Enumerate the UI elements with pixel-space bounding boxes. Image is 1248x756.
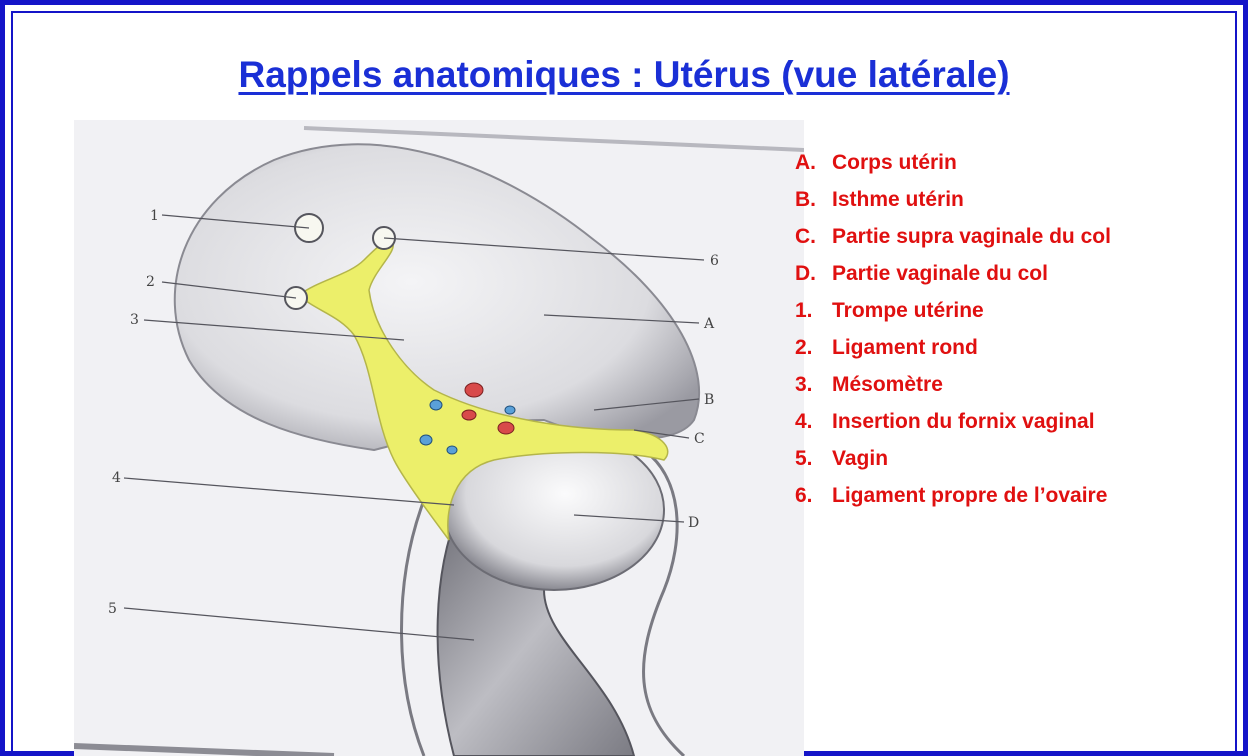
legend-text: Mésomètre — [832, 372, 1235, 397]
callout-C: C — [694, 431, 705, 447]
legend-text: Trompe utérine — [832, 298, 1235, 323]
legend-item: 2.Ligament rond — [795, 335, 1235, 360]
legend-text: Ligament rond — [832, 335, 1235, 360]
callout-5: 5 — [108, 601, 117, 617]
callout-B: B — [704, 392, 714, 408]
callout-2: 2 — [146, 274, 155, 290]
vessel — [420, 435, 432, 445]
slide-title: Rappels anatomiques : Utérus (vue latéra… — [0, 54, 1248, 96]
vessel — [465, 383, 483, 397]
legend-key: 1. — [795, 298, 832, 323]
vessel — [430, 400, 442, 410]
legend-text: Insertion du fornix vaginal — [832, 409, 1235, 434]
legend-item: 3.Mésomètre — [795, 372, 1235, 397]
legend-item: 1.Trompe utérine — [795, 298, 1235, 323]
legend-key: D. — [795, 261, 832, 286]
callout-1: 1 — [150, 208, 159, 224]
legend-text: Isthme utérin — [832, 187, 1235, 212]
legend-text: Partie vaginale du col — [832, 261, 1235, 286]
callout-3: 3 — [130, 312, 139, 328]
legend-key: B. — [795, 187, 832, 212]
legend-text: Partie supra vaginale du col — [832, 224, 1235, 249]
legend-item: D.Partie vaginale du col — [795, 261, 1235, 286]
legend-key: 6. — [795, 483, 832, 508]
legend-item: B.Isthme utérin — [795, 187, 1235, 212]
legend-item: A.Corps utérin — [795, 150, 1235, 175]
uterus-lateral-illustration: 1 2 3 4 5 6 A B C D — [74, 120, 804, 756]
legend-key: 2. — [795, 335, 832, 360]
legend-key: 5. — [795, 446, 832, 471]
legend-text: Corps utérin — [832, 150, 1235, 175]
vessel — [462, 410, 476, 420]
vessel — [505, 406, 515, 414]
legend-text: Ligament propre de l’ovaire — [832, 483, 1235, 508]
legend-key: 3. — [795, 372, 832, 397]
callout-4: 4 — [112, 470, 121, 486]
legend-key: C. — [795, 224, 832, 249]
vessel — [447, 446, 457, 454]
legend-text: Vagin — [832, 446, 1235, 471]
callout-6: 6 — [710, 253, 719, 269]
legend-list: A.Corps utérin B.Isthme utérin C.Partie … — [795, 150, 1235, 520]
callout-A: A — [703, 316, 715, 332]
vessel — [498, 422, 514, 434]
legend-item: 5.Vagin — [795, 446, 1235, 471]
callout-D: D — [688, 515, 699, 531]
legend-item: 4.Insertion du fornix vaginal — [795, 409, 1235, 434]
legend-key: 4. — [795, 409, 832, 434]
legend-key: A. — [795, 150, 832, 175]
legend-item: C.Partie supra vaginale du col — [795, 224, 1235, 249]
legend-item: 6.Ligament propre de l’ovaire — [795, 483, 1235, 508]
